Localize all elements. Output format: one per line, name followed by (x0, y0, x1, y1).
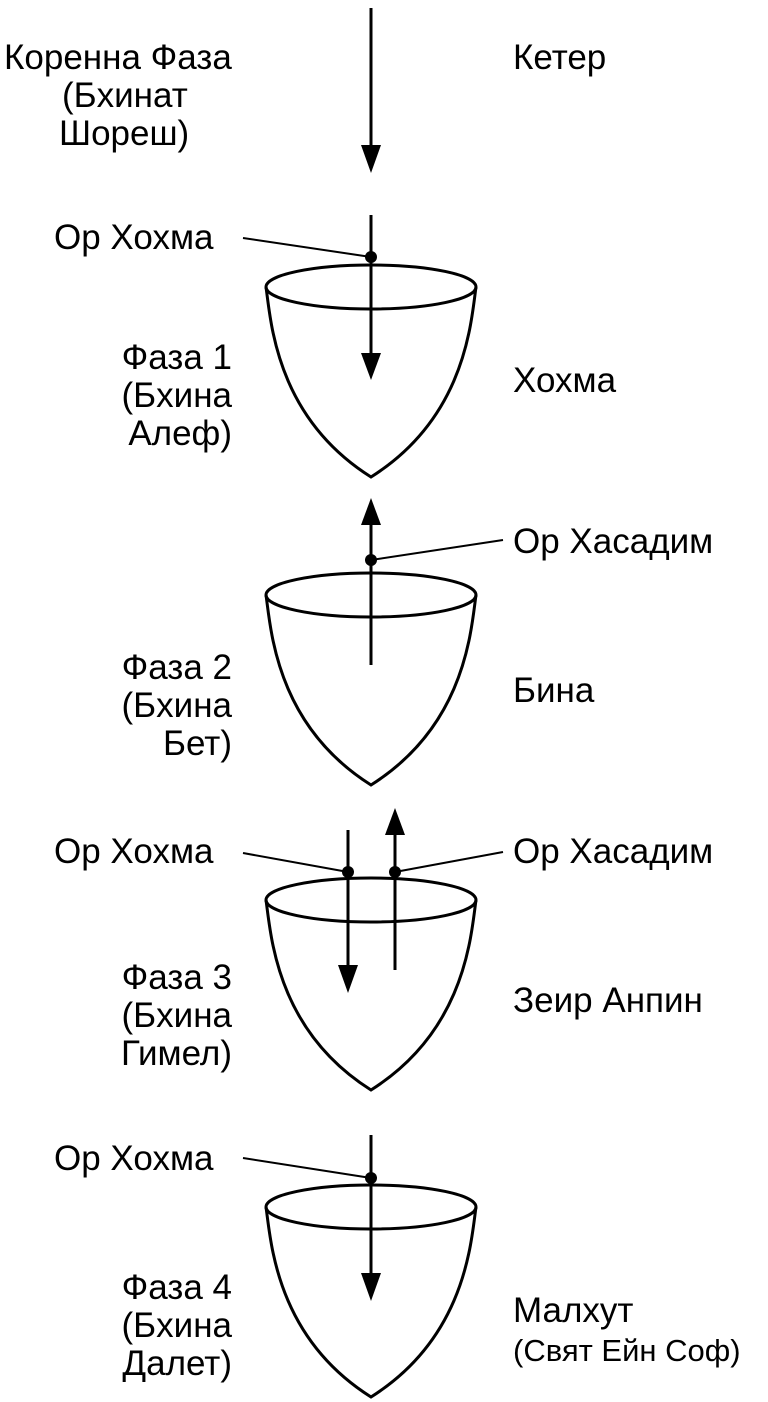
vessel-phase-3 (264, 876, 478, 1092)
leader-line (242, 1157, 372, 1179)
phase-hebrew-name: (Бхина (121, 1306, 232, 1345)
phase3-arrow-up (385, 808, 405, 970)
leader-line (242, 852, 349, 873)
leader-line (394, 851, 504, 873)
sefira-label-zeir-anpin: Зеир Анпин (513, 981, 703, 1020)
leader-line (242, 237, 372, 258)
phase4-arrow-down (361, 1135, 381, 1301)
light-label-or-hasadim: Ор Хасадим (513, 522, 714, 561)
sefira-label-malchut: Малхут (513, 1291, 634, 1330)
light-label-or-hochma: Ор Хохма (54, 1139, 214, 1178)
phase-4-label: Фаза 4 (Бхина Далет) (0, 1270, 232, 1381)
sefira-label-hochma: Хохма (513, 361, 617, 400)
phase-3-label: Фаза 3 (Бхина Гимел) (0, 960, 232, 1071)
phase-hebrew-name: (Бхина (121, 376, 232, 415)
leader-line (370, 539, 504, 561)
light-label-or-hochma: Ор Хохма (54, 832, 214, 871)
light-label-or-hochma: Ор Хохма (54, 218, 214, 257)
light-label-or-hasadim: Ор Хасадим (513, 832, 714, 871)
phase-hebrew-name: (Бхина (121, 996, 232, 1035)
phase-name: Фаза 1 (121, 338, 232, 377)
sefira-sublabel-ein-sof: (Свят Ейн Соф) (513, 1333, 741, 1368)
keter-label: Кетер (513, 38, 607, 77)
sefira-label-bina: Бина (513, 671, 595, 710)
phase1-arrow-down (361, 215, 381, 380)
phase-hebrew-name-end: Далет) (122, 1344, 232, 1383)
phase-1-label: Фаза 1 (Бхина Алеф) (0, 340, 232, 451)
phase-name: Фаза 2 (121, 648, 232, 687)
root-phase-line3: Шореш) (59, 114, 190, 153)
phase-hebrew-name-end: Гимел) (121, 1034, 232, 1073)
root-phase-line1: Коренна Фаза (4, 38, 232, 77)
phase-name: Фаза 3 (121, 958, 232, 997)
root-arrow-down (361, 8, 381, 173)
phase-hebrew-name-end: Бет) (163, 724, 232, 763)
phase2-arrow-up (361, 498, 381, 665)
phase3-arrow-down (338, 830, 358, 993)
root-phase-line2: (Бхинат (62, 76, 188, 115)
phase-2-label: Фаза 2 (Бхина Бет) (0, 650, 232, 761)
phase-hebrew-name-end: Алеф) (128, 414, 232, 453)
phase-hebrew-name: (Бхина (121, 686, 232, 725)
phase-name: Фаза 4 (121, 1268, 232, 1307)
